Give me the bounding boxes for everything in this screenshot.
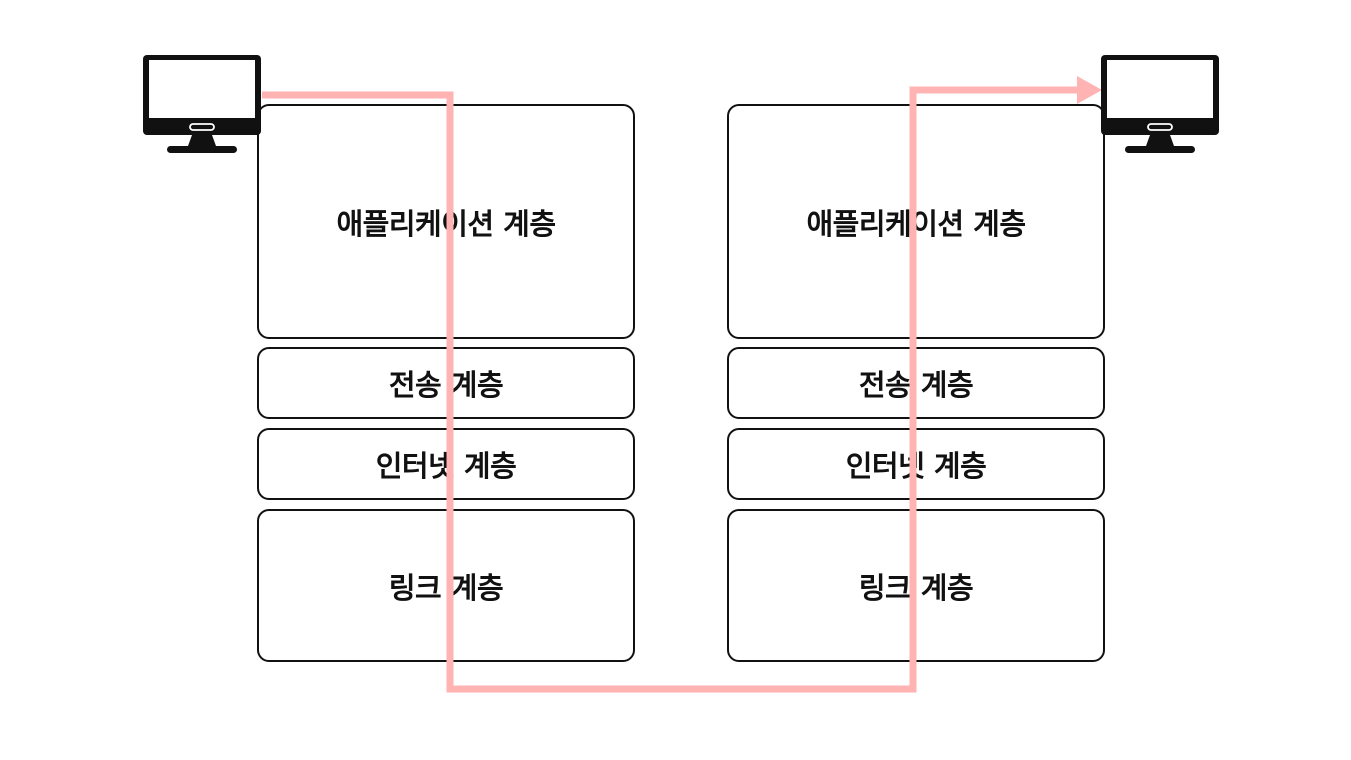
source-computer-icon — [143, 55, 261, 153]
sender-link-layer: 링크 계층 — [257, 509, 635, 662]
receiver-link-layer: 링크 계층 — [727, 509, 1105, 662]
sender-internet-layer: 인터넷 계층 — [257, 428, 635, 500]
receiver-application-layer-label: 애플리케이션 계층 — [806, 206, 1026, 241]
receiver-transport-layer-label: 전송 계층 — [858, 368, 974, 402]
receiver-transport-layer: 전송 계층 — [727, 347, 1105, 419]
sender-application-layer-label: 애플리케이션 계층 — [336, 206, 556, 241]
destination-computer-icon — [1101, 55, 1219, 153]
sender-link-layer-label: 링크 계층 — [388, 570, 504, 605]
receiver-link-layer-label: 링크 계층 — [858, 570, 974, 605]
receiver-internet-layer-label: 인터넷 계층 — [845, 449, 987, 483]
sender-internet-layer-label: 인터넷 계층 — [375, 449, 517, 483]
sender-application-layer: 애플리케이션 계층 — [257, 104, 635, 339]
data-flow-arrowhead — [1077, 76, 1102, 104]
receiver-application-layer: 애플리케이션 계층 — [727, 104, 1105, 339]
sender-transport-layer-label: 전송 계층 — [388, 368, 504, 402]
receiver-internet-layer: 인터넷 계층 — [727, 428, 1105, 500]
sender-transport-layer: 전송 계층 — [257, 347, 635, 419]
